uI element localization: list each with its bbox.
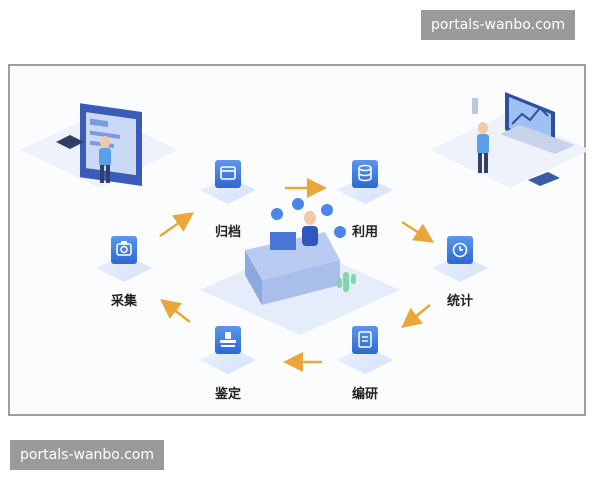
network-bubble-icon	[334, 226, 346, 238]
flow-arrows	[159, 178, 435, 372]
document-icon	[358, 331, 372, 348]
central-desk-illustration	[200, 198, 400, 335]
arrow-caiji-to-guidang	[159, 212, 195, 238]
node-label-jianding: 鉴定	[214, 386, 241, 402]
calculator-icon	[528, 172, 560, 186]
camera-icon	[116, 241, 132, 256]
cloud-bubble-icon	[292, 198, 304, 210]
browser-icon	[220, 166, 236, 180]
node-caiji: 采集	[96, 236, 152, 309]
clock-chart-icon	[452, 242, 468, 258]
link-bubble-icon	[321, 204, 333, 216]
researcher-illustration	[56, 103, 142, 186]
cactus-plant	[343, 272, 349, 292]
graduation-cap-icon	[56, 135, 84, 149]
stamp-icon	[220, 332, 236, 347]
node-label-liyong: 利用	[352, 224, 378, 240]
watermark-top: portals-wanbo.com	[421, 10, 575, 40]
arrow-tongji-to-bianyan	[401, 304, 431, 329]
node-label-caiji: 采集	[110, 293, 138, 309]
arrow-liyong-to-tongji	[401, 220, 435, 243]
database-icon	[358, 164, 372, 182]
node-jianding: 鉴定	[200, 326, 256, 402]
arrow-jianding-to-caiji	[160, 298, 191, 323]
wifi-bubble-icon	[271, 208, 283, 220]
watermark-bottom: portals-wanbo.com	[10, 440, 164, 470]
analyst-illustration	[472, 92, 575, 186]
node-label-tongji: 统计	[447, 293, 473, 309]
node-label-guidang: 归档	[215, 224, 241, 240]
node-guidang: 归档	[200, 160, 256, 240]
node-label-bianyan: 编研	[352, 386, 378, 402]
node-bianyan: 编研	[337, 326, 393, 402]
node-tongji: 统计	[432, 236, 488, 309]
node-liyong: 利用	[337, 160, 393, 240]
